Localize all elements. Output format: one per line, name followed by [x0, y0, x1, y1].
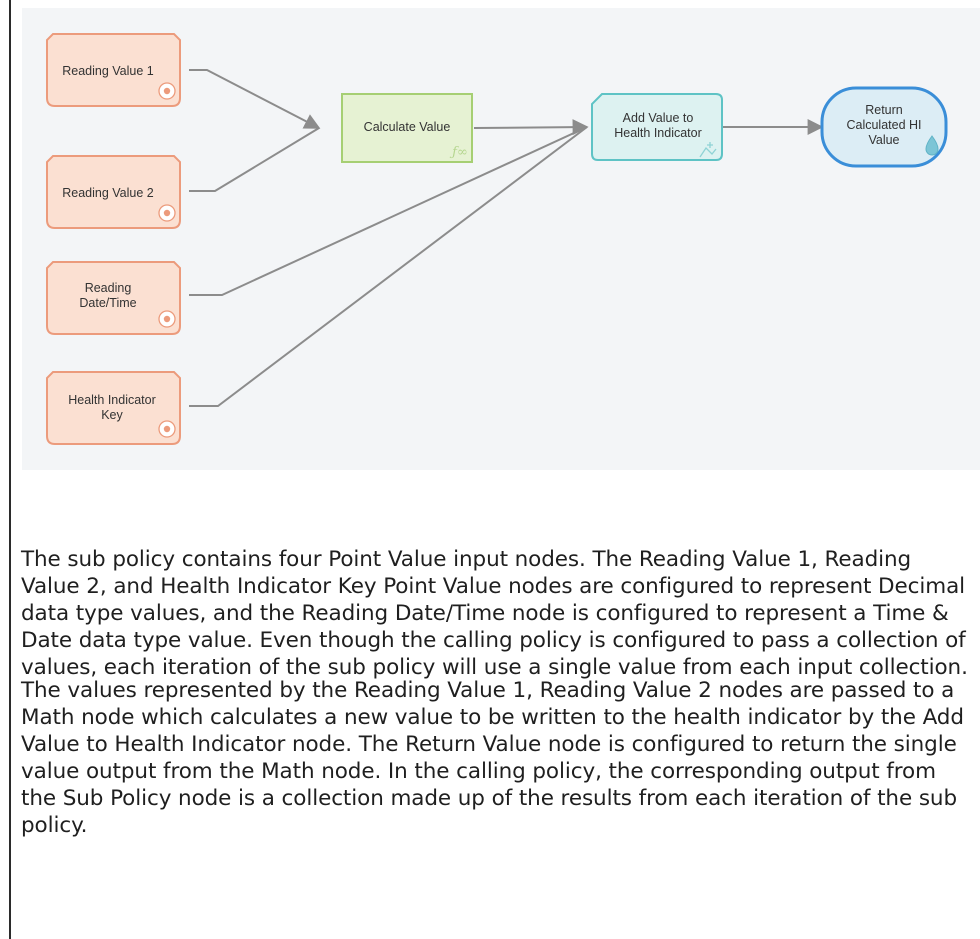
connector-rv1-to-calc — [189, 69, 321, 129]
node-reading-value-2[interactable] — [46, 155, 181, 229]
connector-calc-to-add — [473, 119, 589, 136]
reading-value-1-label: Reading Value 1 — [62, 63, 154, 78]
add-value-label: Add Value to Health Indicator — [614, 111, 702, 140]
reading-datetime-label: Reading Date/Time — [79, 281, 137, 310]
function-icon: ƒ∞ — [449, 145, 468, 160]
chart-plus-icon — [699, 142, 717, 158]
node-reading-datetime[interactable] — [46, 261, 181, 335]
connector-rv2-to-calc — [189, 127, 320, 192]
policy-diagram: ƒ∞ Reading Value 1 Reading Value 2 Readi… — [22, 8, 980, 470]
reading-value-2-label: Reading Value 2 — [62, 185, 154, 200]
return-value-label: Return Calculated HI Value — [846, 102, 922, 147]
target-icon — [158, 204, 176, 222]
return-drop-icon — [925, 135, 939, 156]
target-icon — [158, 82, 176, 100]
target-icon — [158, 310, 176, 328]
node-calculate-value[interactable]: ƒ∞ — [341, 93, 473, 163]
left-margin-rule — [9, 0, 11, 939]
description-paragraph-1: The sub policy contains four Point Value… — [21, 547, 968, 680]
connector-datetime-to-add — [189, 126, 588, 296]
node-return-calculated-hi-value[interactable] — [820, 86, 948, 168]
node-reading-value-1[interactable] — [46, 33, 181, 107]
health-indicator-key-label: Health Indicator Key — [68, 393, 156, 422]
node-add-value-health-indicator[interactable] — [591, 93, 723, 161]
node-health-indicator-key[interactable] — [46, 371, 181, 445]
diagram-canvas: ƒ∞ — [46, 33, 948, 445]
calculate-value-label: Calculate Value — [363, 119, 451, 134]
connector-hikey-to-add — [189, 126, 588, 407]
description-paragraph-2: The values represented by the Reading Va… — [21, 678, 964, 838]
target-icon — [158, 420, 176, 438]
